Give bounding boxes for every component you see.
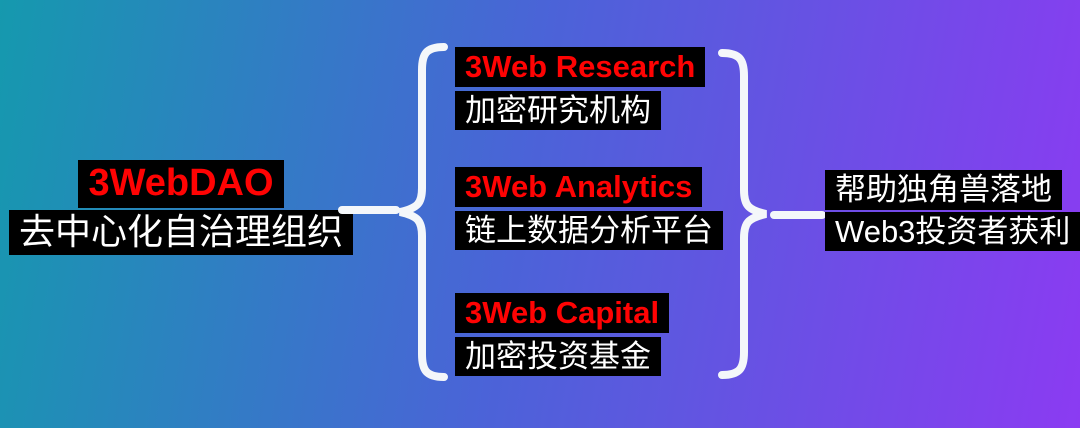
- item-3web-capital: 3Web Capital 加密投资基金: [455, 293, 670, 377]
- item-capital-subtitle: 加密投资基金: [455, 336, 661, 377]
- item-3web-research: 3Web Research 加密研究机构: [455, 47, 706, 131]
- item-research-title: 3Web Research: [455, 47, 706, 87]
- item-analytics-subtitle: 链上数据分析平台: [455, 210, 723, 251]
- left-brace-icon: [399, 43, 448, 381]
- left-connector-line: [338, 206, 400, 214]
- outcome-line-2: Web3投资者获利: [825, 211, 1080, 252]
- item-analytics-title: 3Web Analytics: [455, 167, 703, 207]
- dao-subtitle: 去中心化自治理组织: [8, 209, 353, 256]
- right-brace-icon: [718, 49, 767, 379]
- right-connector-line: [770, 211, 826, 219]
- dao-label-group: 3WebDAO 去中心化自治理组织: [8, 160, 354, 256]
- outcome-group: 帮助独角兽落地 Web3投资者获利: [825, 170, 1080, 252]
- item-3web-analytics: 3Web Analytics 链上数据分析平台: [455, 167, 723, 251]
- dao-title: 3WebDAO: [78, 160, 284, 208]
- outcome-line-1: 帮助独角兽落地: [825, 170, 1062, 210]
- item-capital-title: 3Web Capital: [455, 293, 670, 333]
- item-research-subtitle: 加密研究机构: [455, 90, 661, 131]
